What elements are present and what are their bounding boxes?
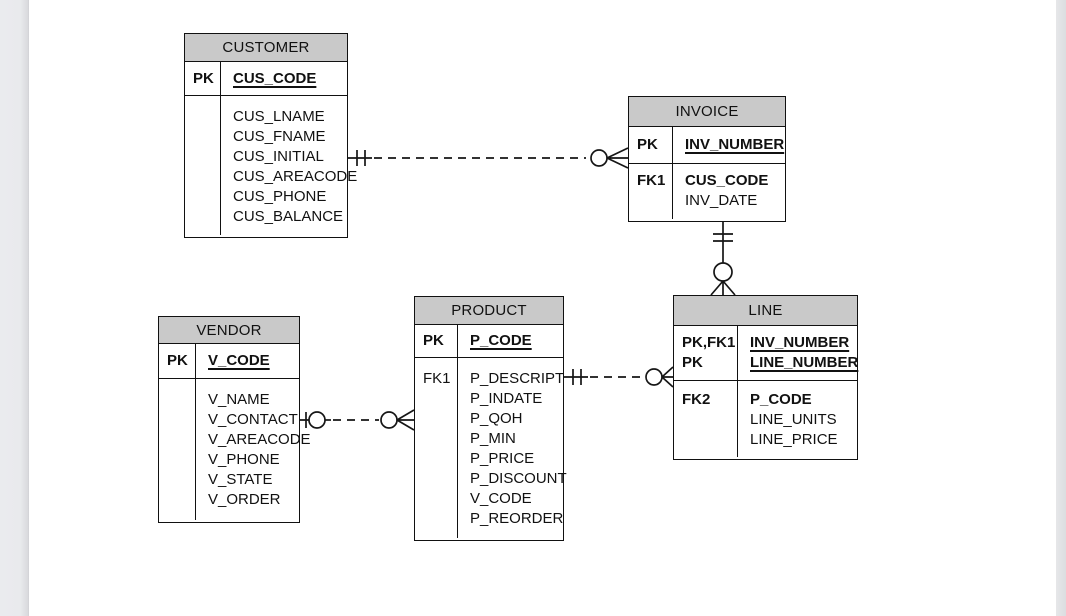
attribute: P_QOH xyxy=(470,410,523,427)
attribute: CUS_PHONE xyxy=(233,188,327,205)
attribute: P_DISCOUNT xyxy=(470,470,567,487)
relationship-customer-invoice xyxy=(348,147,629,169)
relationship-invoice-line xyxy=(710,222,736,296)
page-left-gutter xyxy=(0,0,29,616)
attribute: CUS_INITIAL xyxy=(233,148,324,165)
pk-label: PK xyxy=(682,354,703,371)
zero-cardinality-ring xyxy=(713,262,733,282)
many-crowfoot xyxy=(396,409,415,431)
pk-attribute: LINE_NUMBER xyxy=(750,354,859,371)
entity-customer: CUSTOMER PK CUS_CODE CUS_LNAME CUS_FNAME… xyxy=(184,33,357,238)
attribute: V_STATE xyxy=(208,471,273,488)
zero-cardinality-ring xyxy=(590,149,608,167)
many-crowfoot xyxy=(710,280,736,296)
attribute: V_CONTACT xyxy=(208,411,298,428)
attribute: LINE_UNITS xyxy=(750,411,837,428)
pk-label: PK xyxy=(423,332,444,349)
entity-product: PRODUCT PK P_CODE FK1 P_DESCRIPT xyxy=(414,296,567,541)
attribute: P_INDATE xyxy=(470,390,543,407)
pk-attribute: CUS_CODE xyxy=(233,70,317,87)
entity-product-title: PRODUCT xyxy=(415,297,563,325)
zero-cardinality-ring xyxy=(380,411,398,429)
attribute: CUS_FNAME xyxy=(233,128,326,145)
attribute: CUS_AREACODE xyxy=(233,168,358,185)
attribute: P_DESCRIPT xyxy=(470,370,565,387)
entity-vendor-title: VENDOR xyxy=(159,317,299,344)
entity-line: LINE PK,FK1 PK INV_NUMBER LINE_NUMBER FK… xyxy=(673,295,858,460)
entity-vendor: VENDOR PK V_CODE V_NAME V_CONTACT V_AREA… xyxy=(158,316,311,523)
entity-invoice: INVOICE PK INV_NUMBER FK1 CUS_CODE INV_D… xyxy=(628,96,786,222)
zero-cardinality-ring xyxy=(645,368,663,386)
fk-label: FK2 xyxy=(682,391,711,408)
many-crowfoot xyxy=(661,366,674,388)
attribute: V_CODE xyxy=(470,490,532,507)
attribute: CUS_BALANCE xyxy=(233,208,344,225)
pk-attribute: V_CODE xyxy=(208,352,270,369)
entity-line-title: LINE xyxy=(674,296,857,326)
one-tick-marker xyxy=(713,233,733,242)
attribute: LINE_PRICE xyxy=(750,431,838,448)
many-crowfoot xyxy=(606,147,629,169)
attribute: P_CODE xyxy=(750,391,812,408)
pk-label: PK xyxy=(637,136,658,153)
attribute: P_REORDER xyxy=(470,510,564,527)
fk-label: FK1 xyxy=(637,172,666,189)
pk-label: PK,FK1 xyxy=(682,334,736,351)
attribute: CUS_LNAME xyxy=(233,108,325,125)
page-right-gutter xyxy=(1056,0,1066,616)
one-tick-marker xyxy=(564,369,588,385)
relationship-vendor-product xyxy=(300,409,415,431)
attribute: P_MIN xyxy=(470,430,516,447)
entity-customer-title: CUSTOMER xyxy=(185,34,347,62)
pk-attribute: P_CODE xyxy=(470,332,532,349)
pk-attribute: INV_NUMBER xyxy=(750,334,850,351)
pk-attribute: INV_NUMBER xyxy=(685,136,785,153)
attribute: INV_DATE xyxy=(685,192,758,209)
attribute: V_ORDER xyxy=(208,491,281,508)
attribute: P_PRICE xyxy=(470,450,535,467)
relationship-product-line xyxy=(564,366,674,388)
attribute: V_PHONE xyxy=(208,451,280,468)
attribute: V_NAME xyxy=(208,391,270,408)
zero-cardinality-ring xyxy=(308,411,326,429)
pk-label: PK xyxy=(167,352,188,369)
attribute: CUS_CODE xyxy=(685,172,769,189)
pk-label: PK xyxy=(193,70,214,87)
fk-label: FK1 xyxy=(423,370,451,387)
entity-invoice-title: INVOICE xyxy=(629,97,785,127)
attribute: V_AREACODE xyxy=(208,431,311,448)
